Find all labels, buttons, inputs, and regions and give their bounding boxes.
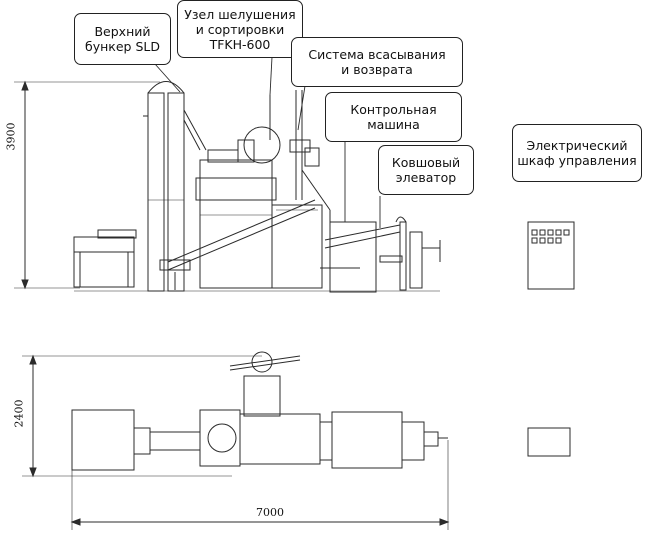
callout-suction-return-system: Система всасывания и возврата (291, 37, 463, 87)
length-dimension-label: 7000 (256, 506, 284, 519)
callout-control-machine: Контрольная машина (325, 92, 462, 142)
depth-dimension-line (22, 354, 262, 478)
height-dimension-line (14, 80, 160, 290)
length-dimension-line (70, 440, 450, 530)
callout-bucket-elevator: Ковшовый элеватор (378, 145, 474, 195)
small-bucket-elevator (379, 216, 441, 291)
electrical-cabinet-plan (527, 427, 571, 457)
husking-unit-body (195, 95, 323, 289)
plan-view-layout (71, 351, 448, 471)
inclined-sieve (167, 199, 316, 290)
callout-electrical-cabinet: Электрический шкаф управления (512, 124, 642, 182)
callout-upper-bunker: Верхний бункер SLD (74, 13, 171, 65)
callout-leaders (154, 56, 381, 228)
control-machine-body (320, 221, 401, 293)
callout-husking-sorting-unit: Узел шелушения и сортировки TFKH-600 (177, 0, 303, 58)
depth-dimension-label: 2400 (12, 399, 26, 428)
left-hopper-stand (73, 229, 137, 288)
suction-return-system (289, 90, 331, 290)
height-dimension-label: 3900 (4, 122, 18, 151)
electrical-cabinet-front (527, 221, 575, 290)
